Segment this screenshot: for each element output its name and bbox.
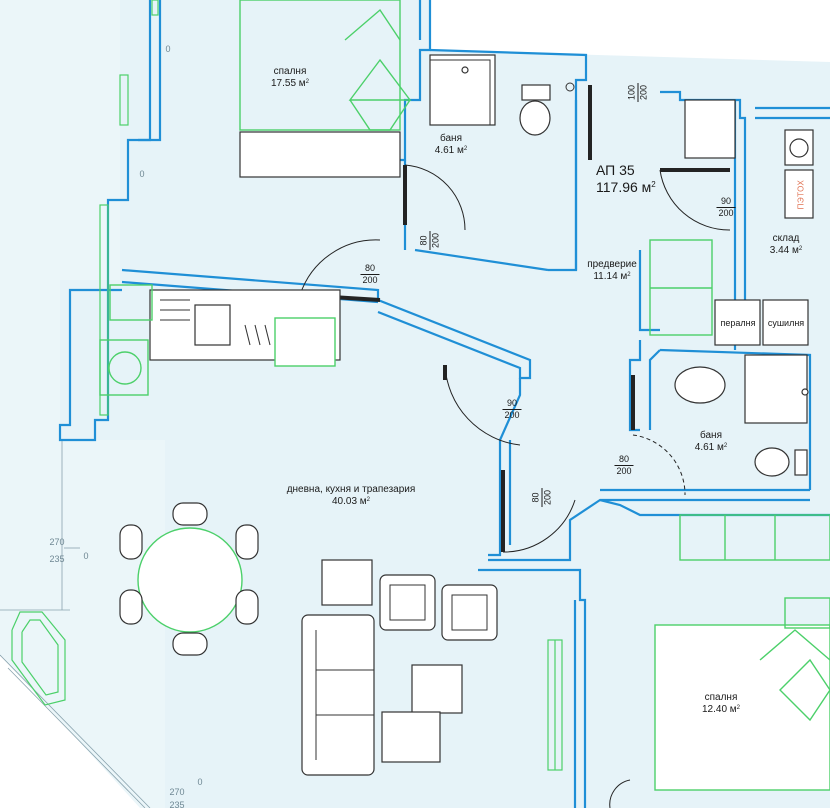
height-marker-1: 270 235 0 xyxy=(49,537,88,564)
wardrobe-bottom xyxy=(679,514,830,561)
apartment-name: АП 35 xyxy=(596,162,635,178)
windows xyxy=(11,0,563,771)
svg-text:0: 0 xyxy=(83,551,88,561)
svg-text:235: 235 xyxy=(169,800,184,808)
marker-mid: 0 xyxy=(139,169,144,179)
bed-bottom xyxy=(654,597,830,791)
bed-top xyxy=(239,0,412,178)
dryer-label: сушилня xyxy=(767,318,805,328)
room-name: баня xyxy=(440,133,462,144)
kitchen-counter xyxy=(99,284,341,396)
svg-text:270: 270 xyxy=(169,787,184,797)
facade-lines xyxy=(0,440,151,808)
apartment-area: 117.96 м2 xyxy=(596,179,656,195)
svg-text:270: 270 xyxy=(49,537,64,547)
room-area: 17.55 м2 xyxy=(270,78,310,89)
room-name: склад xyxy=(772,233,800,244)
marker-top: 0 xyxy=(165,44,170,54)
room-living: дневна, кухня и трапезария 40.03 м2 xyxy=(287,484,416,508)
bath-top-fixtures xyxy=(429,54,575,136)
room-area: 11.14 м2 xyxy=(593,271,631,282)
room-area: 3.44 м2 xyxy=(769,245,803,256)
room-area: 4.61 м2 xyxy=(434,145,468,156)
room-bath-top: баня 4.61 м2 xyxy=(435,133,467,157)
svg-text:235: 235 xyxy=(49,554,64,564)
storage-appliances xyxy=(714,129,814,346)
washer-label: пералня xyxy=(720,318,756,328)
dining-set xyxy=(119,502,259,656)
room-area: 12.40 м2 xyxy=(701,704,741,715)
bath-right-fixtures xyxy=(674,354,809,477)
room-name: предверие xyxy=(587,259,637,270)
apartment-label: АП 35 117.96 м2 xyxy=(596,162,656,196)
room-area: 4.61 м2 xyxy=(694,442,728,453)
svg-text:0: 0 xyxy=(197,777,202,787)
hall-wardrobe xyxy=(649,99,736,336)
room-bedroom-bottom: спалня 12.40 м2 xyxy=(702,692,740,716)
room-storage: склад 3.44 м2 xyxy=(770,233,802,257)
water-heater-label: ПЭТОХ xyxy=(796,179,806,210)
room-hall: предверие 11.14 м2 xyxy=(587,259,637,283)
room-name: спалня xyxy=(273,66,307,77)
room-area: 40.03 м2 xyxy=(331,496,371,507)
room-name: спалня xyxy=(704,692,738,703)
room-name: дневна, кухня и трапезария xyxy=(286,484,416,495)
room-bath-right: баня 4.61 м2 xyxy=(695,430,727,454)
height-marker-2: 270 235 0 xyxy=(169,777,202,808)
room-bedroom-top: спалня 17.55 м2 xyxy=(271,66,309,90)
sofa xyxy=(301,614,375,776)
room-name: баня xyxy=(700,430,722,441)
armchairs xyxy=(321,559,498,763)
